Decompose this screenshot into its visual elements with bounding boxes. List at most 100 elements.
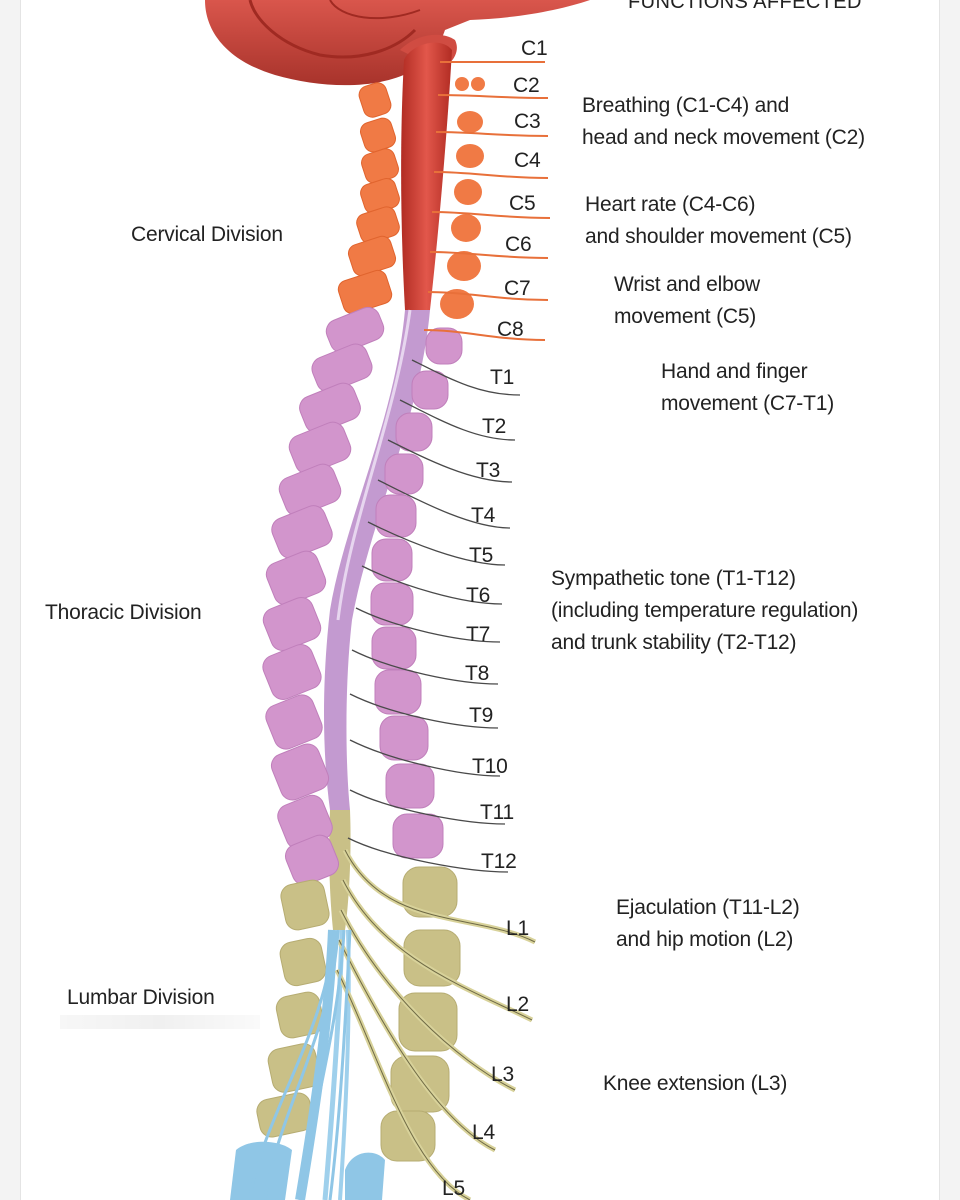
cervical-vertebra (358, 82, 392, 118)
function-breathing-line-2: head and neck movement (C2) (582, 126, 865, 149)
function-sympathetic-line-2: (including temperature regulation) (551, 599, 859, 622)
cervical-vertebra (361, 148, 399, 184)
cervical-vertebra (359, 117, 397, 153)
function-heart-line-1: Heart rate (C4-C6) (585, 193, 756, 216)
segment-label-t10: T10 (472, 755, 508, 778)
right-frame-border (939, 0, 960, 1200)
thoracic-nerve (377, 479, 511, 529)
lumbar-articular-processes (380, 866, 461, 1162)
thoracic-vertebra (270, 743, 330, 801)
function-sympathetic-line-1: Sympathetic tone (T1-T12) (551, 567, 796, 590)
segment-label-c5: C5 (509, 192, 536, 215)
watermark-smudge (60, 1015, 260, 1029)
functions-affected-header: FUNCTIONS AFFECTED (628, 0, 862, 13)
cervical-process (447, 251, 481, 281)
function-knee-line-1: Knee extension (L3) (603, 1072, 788, 1095)
thoracic-process (374, 669, 422, 715)
cauda-nerve (263, 929, 340, 1200)
cervical-process (454, 179, 482, 205)
cauda-nerve (328, 929, 352, 1200)
function-hand-line-1: Hand and finger (661, 360, 808, 383)
segment-label-t6: T6 (466, 584, 491, 607)
cervical-nerve (423, 329, 546, 341)
thoracic-nerve (367, 521, 506, 566)
thoracic-process (371, 538, 413, 582)
thoracic-vertebrae (262, 306, 385, 886)
segment-label-t5: T5 (469, 544, 494, 567)
function-knee-extension: Knee extension (L3) (603, 1068, 787, 1100)
segment-label-c8: C8 (497, 318, 524, 341)
function-heart-line-2: and shoulder movement (C5) (585, 225, 852, 248)
function-wrist-line-1: Wrist and elbow (614, 273, 761, 296)
cervical-nerve (437, 94, 549, 99)
cervical-process (471, 77, 485, 91)
function-ejaculation-hip: Ejaculation (T11-L2) and hip motion (L2) (616, 892, 800, 956)
lumbar-nerve-outline (344, 849, 536, 943)
function-heart-rate: Heart rate (C4-C6) and shoulder movement… (585, 189, 852, 253)
thoracic-vertebra (262, 596, 322, 652)
left-frame-border (0, 0, 21, 1200)
thoracic-nerve (349, 739, 501, 777)
thoracic-nerve (411, 359, 521, 396)
thoracic-vertebra (262, 644, 322, 700)
segment-label-c1: C1 (521, 37, 548, 60)
function-sympathetic-line-3: and trunk stability (T2-T12) (551, 631, 797, 654)
function-hand-line-2: movement (C7-T1) (661, 392, 835, 415)
lumbar-nerve-outline (340, 909, 516, 1091)
thoracic-articular-processes (370, 327, 463, 859)
cauda-nerve (248, 929, 336, 1200)
thoracic-process (411, 370, 449, 410)
cervical-nerve (433, 171, 549, 179)
function-ejaculation-line-1: Ejaculation (T11-L2) (616, 896, 800, 919)
thoracic-vertebra (285, 834, 339, 886)
lumbar-division-label: Lumbar Division (67, 986, 215, 1009)
segment-label-l2: L2 (506, 993, 529, 1016)
cervical-nerve (427, 291, 549, 301)
cervical-vertebrae (337, 82, 400, 315)
thoracic-process (379, 715, 429, 761)
cervical-process (455, 77, 469, 91)
segment-label-t8: T8 (465, 662, 490, 685)
cervical-nerve (431, 211, 551, 219)
cervical-division-label: Cervical Division (131, 223, 283, 246)
cauda-nerve (298, 929, 346, 1200)
segment-label-c4: C4 (514, 149, 541, 172)
lumbar-process (403, 929, 461, 987)
segment-label-t7: T7 (466, 623, 491, 646)
thoracic-process (385, 763, 435, 809)
thoracic-process (395, 412, 433, 452)
segment-label-l5: L5 (442, 1177, 465, 1200)
thoracic-nerve (347, 837, 509, 873)
thoracic-process (392, 813, 444, 859)
function-wrist-elbow: Wrist and elbow movement (C5) (614, 269, 760, 333)
segment-label-l1: L1 (506, 917, 529, 940)
cervical-process (457, 111, 483, 133)
thoracic-process (371, 626, 417, 670)
segment-label-c6: C6 (505, 233, 532, 256)
thoracic-process (384, 453, 424, 495)
function-breathing: Breathing (C1-C4) and head and neck move… (582, 90, 865, 154)
thoracic-nerve (361, 565, 503, 605)
cervical-articular-processes (440, 77, 485, 319)
lumbar-process (402, 866, 458, 918)
segment-label-c3: C3 (514, 110, 541, 133)
lumbar-vertebra (280, 879, 330, 931)
thoracic-nerve (387, 439, 513, 483)
thoracic-division-label: Thoracic Division (45, 601, 202, 624)
thoracic-process (370, 582, 414, 626)
cervical-process (451, 214, 481, 242)
thoracic-nerve (399, 399, 516, 441)
segment-label-l4: L4 (472, 1121, 495, 1144)
thoracic-nerve (351, 649, 499, 685)
segment-label-t3: T3 (476, 459, 501, 482)
segment-label-t2: T2 (482, 415, 507, 438)
segment-label-l3: L3 (491, 1063, 514, 1086)
segment-label-t9: T9 (469, 704, 494, 727)
thoracic-nerve (349, 693, 499, 729)
segment-label-c2: C2 (513, 74, 540, 97)
lumbar-nerve-outline (342, 879, 533, 1021)
segment-label-t1: T1 (490, 366, 515, 389)
lumbar-vertebra (279, 937, 327, 987)
function-breathing-line-1: Breathing (C1-C4) and (582, 94, 790, 117)
